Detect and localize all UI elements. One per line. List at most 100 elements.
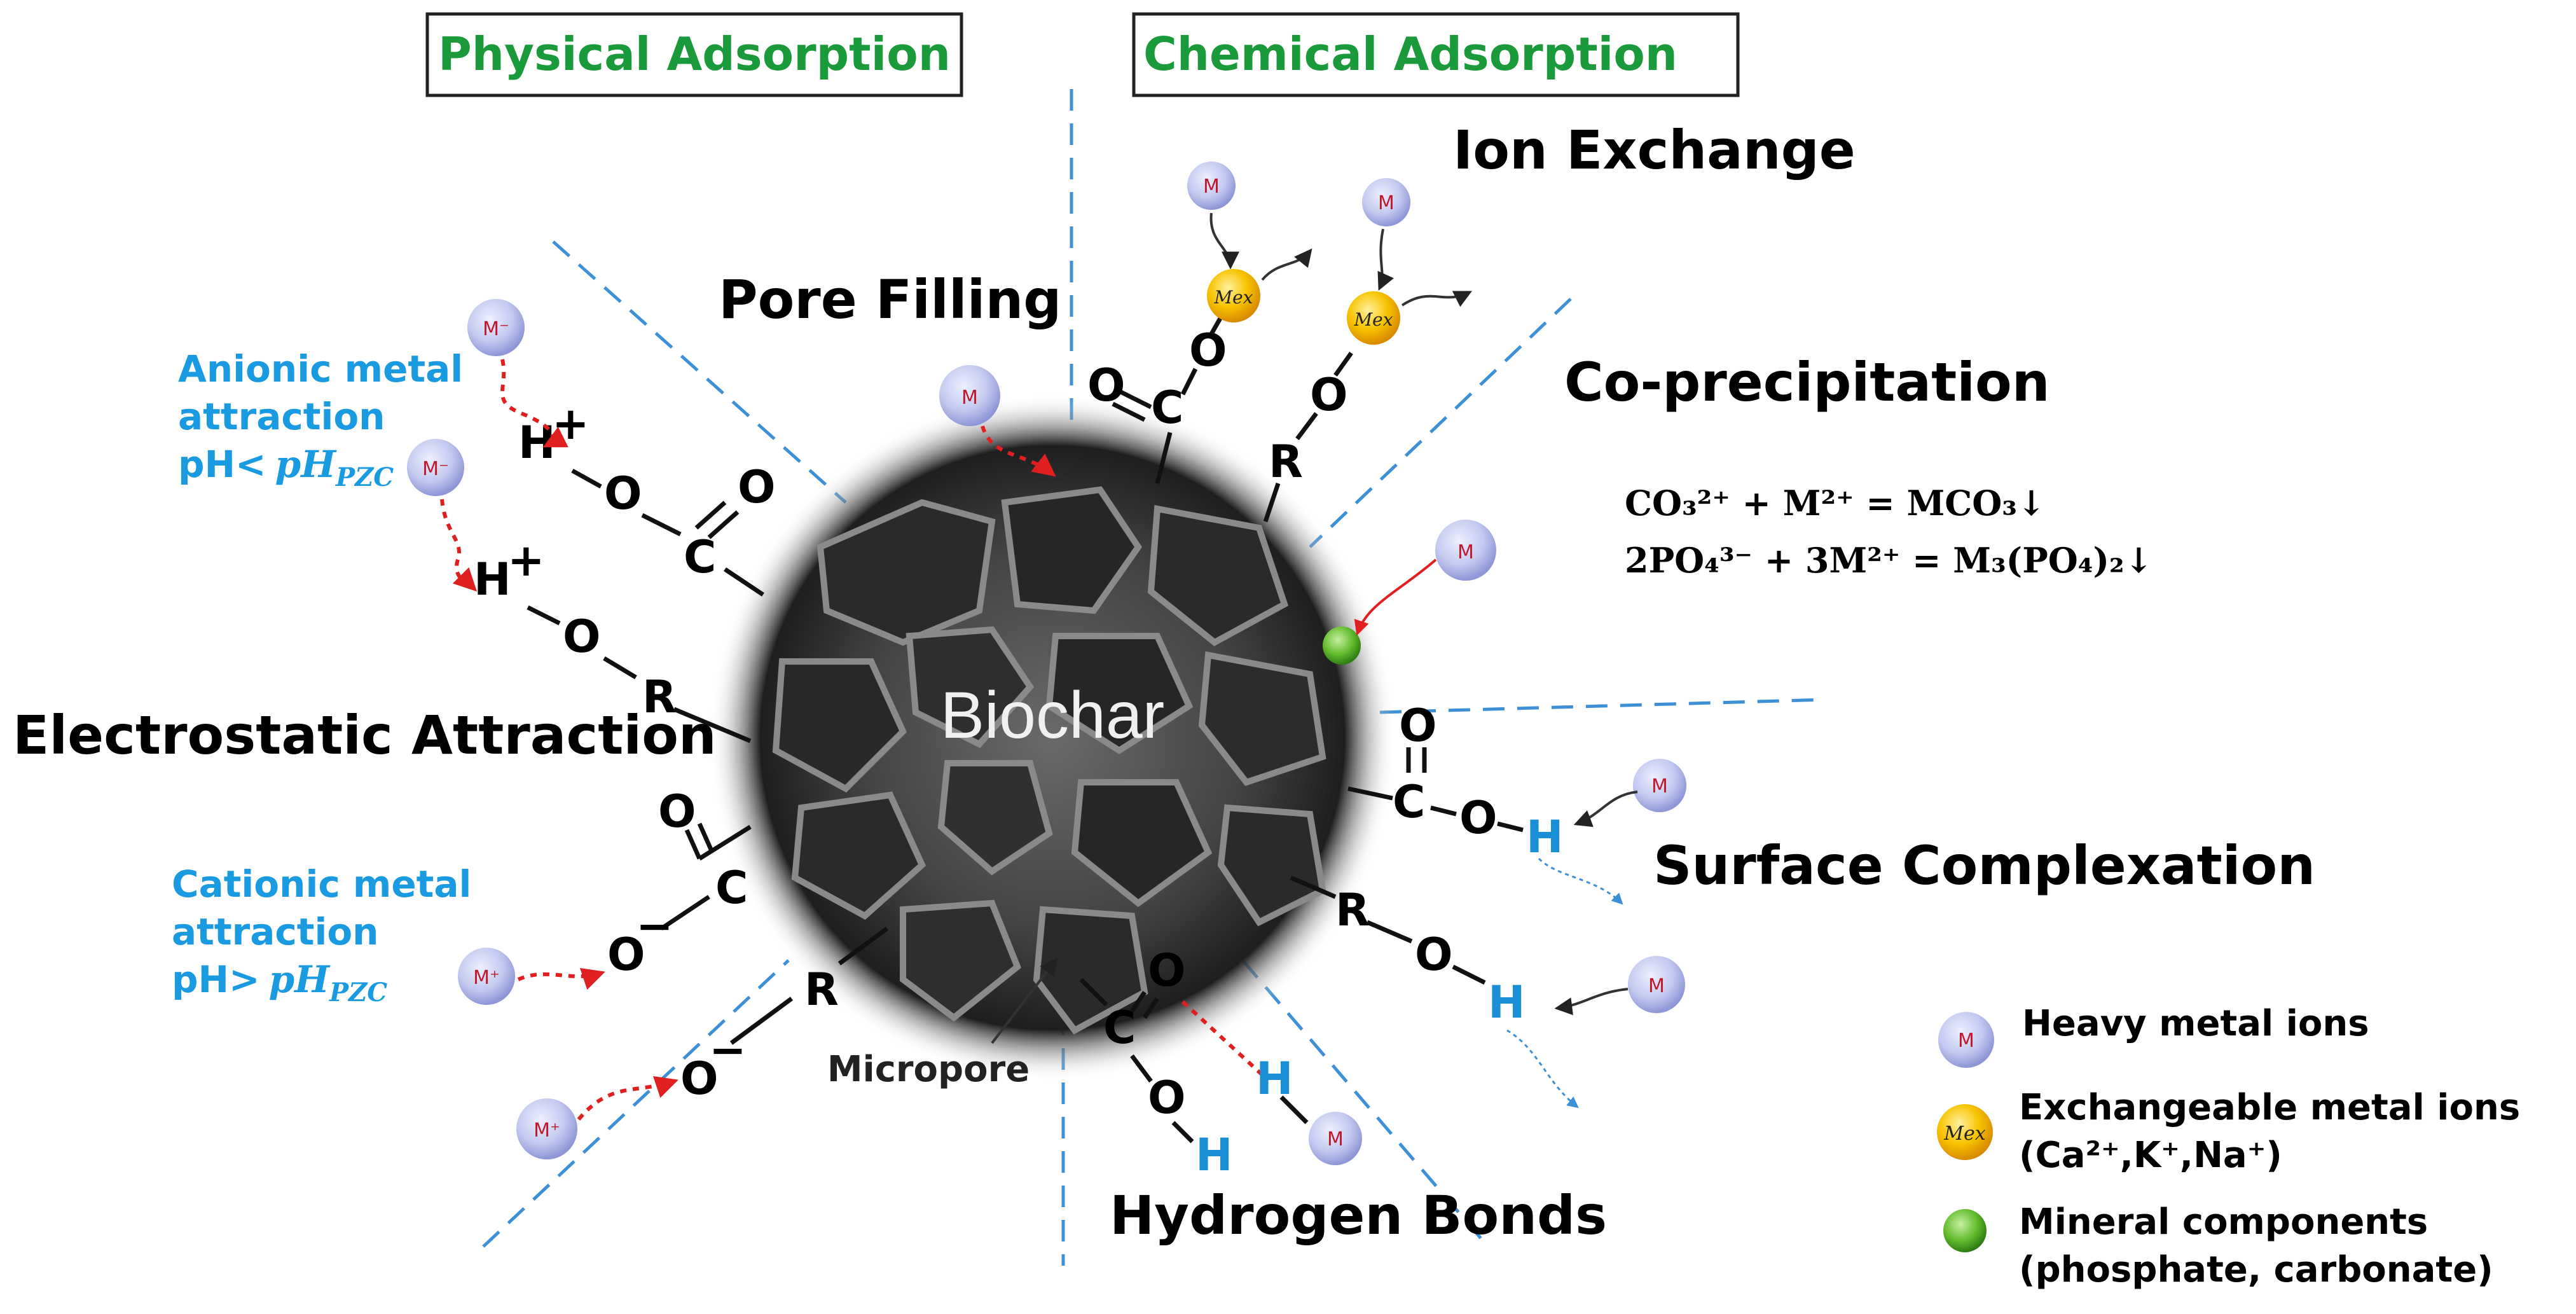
legend-exchangeable: Mex Exchangeable metal ions (Ca²⁺,K⁺,Na⁺…: [1937, 1087, 2520, 1176]
svg-text:O: O: [1459, 792, 1498, 844]
svg-text:(phosphate, carbonate): (phosphate, carbonate): [2019, 1249, 2493, 1290]
svg-text:M: M: [1651, 775, 1668, 798]
svg-text:O: O: [1087, 359, 1126, 411]
physical-adsorption-box: [425, 12, 963, 97]
pore-filling-title: Pore Filling: [719, 268, 1061, 331]
biochar-label: Biochar: [940, 679, 1165, 752]
anionic-attraction-label: Anionic metal attraction pH<pHPZC: [178, 347, 463, 492]
svg-text:Mex: Mex: [1943, 1123, 1985, 1145]
heavy-metal-ions: M M M M M⁻ M⁻ M⁺ M⁺ M M M: [407, 162, 1686, 1165]
physical-adsorption-title: Physical Adsorption: [438, 27, 951, 81]
svg-text:R: R: [642, 671, 677, 723]
ion-hbond: M: [1309, 1112, 1362, 1165]
svg-text:O: O: [1399, 700, 1437, 752]
surface-complexation-title: Surface Complexation: [1653, 834, 2315, 897]
svg-text:R: R: [1335, 884, 1370, 936]
svg-text:M: M: [1327, 1128, 1344, 1151]
svg-text:M: M: [1648, 975, 1665, 997]
svg-text:M: M: [1203, 176, 1220, 198]
anionic-line2: attraction: [178, 395, 385, 438]
svg-text:R: R: [804, 964, 839, 1016]
ion-anion-2: M⁻: [407, 439, 464, 496]
svg-text:M⁻: M⁻: [422, 458, 449, 480]
anionic-line3: pH<pHPZC: [178, 443, 394, 492]
svg-text:M: M: [1378, 192, 1395, 214]
svg-text:O: O: [658, 785, 696, 838]
biochar-particle: Biochar: [709, 394, 1396, 1081]
legend-mineral: Mineral components (phosphate, carbonate…: [1943, 1201, 2493, 1290]
svg-text:Mex: Mex: [1213, 287, 1253, 308]
anionic-line1: Anionic metal: [178, 347, 463, 391]
ion-surface-2: M: [1628, 956, 1685, 1013]
legend-heavy-metal: M Heavy metal ions: [1938, 1003, 2369, 1068]
svg-text:O: O: [1310, 369, 1348, 421]
svg-text:O: O: [607, 929, 645, 981]
section-dividers: [482, 89, 1826, 1266]
red-arrows: [440, 359, 1437, 1121]
equation-phosphate: 2PO₄³⁻ + 3M²⁺ = M₃(PO₄)₂↓: [1625, 540, 2153, 581]
svg-text:O: O: [738, 461, 776, 513]
exchangeable-ions: Mex Mex: [1207, 269, 1400, 345]
electrostatic-attraction-title: Electrostatic Attraction: [13, 704, 717, 766]
svg-text:O: O: [604, 467, 642, 520]
cationic-line3: pH>pHPZC: [172, 958, 387, 1007]
legend: M Heavy metal ions Mex Exchangeable meta…: [1937, 1003, 2520, 1290]
cationic-line1: Cationic metal: [172, 862, 471, 906]
svg-text:H: H: [1195, 1129, 1233, 1181]
divider-right: [1379, 698, 1826, 714]
divider-left: [482, 959, 790, 1248]
svg-text:Heavy metal ions: Heavy metal ions: [2022, 1003, 2369, 1044]
micropore-label: Micropore: [827, 1049, 1030, 1090]
chemical-adsorption-box: [1132, 12, 1740, 97]
svg-text:+: +: [552, 398, 589, 450]
co-precipitation-title: Co-precipitation: [1564, 351, 2050, 413]
svg-text:M⁻: M⁻: [483, 318, 509, 340]
svg-text:H: H: [1526, 811, 1564, 863]
svg-text:C: C: [684, 531, 716, 583]
right-functional-groups: C O O R O C O O H R O H C O O: [1079, 310, 1564, 1181]
ion-cation-1: M⁺: [458, 948, 515, 1005]
ion-surface-1: M: [1633, 759, 1686, 812]
svg-text:−: −: [709, 1024, 747, 1076]
svg-text:−: −: [636, 900, 673, 952]
ion-ix-1: M: [1187, 162, 1236, 210]
divider-upper-right: [1309, 298, 1572, 548]
svg-text:O: O: [1148, 1072, 1186, 1124]
svg-text:M⁺: M⁺: [534, 1119, 560, 1142]
svg-text:O: O: [1415, 929, 1453, 981]
svg-text:M⁺: M⁺: [473, 967, 500, 989]
svg-text:M: M: [1958, 1030, 1974, 1052]
svg-text:Mex: Mex: [1353, 309, 1393, 330]
svg-text:O: O: [680, 1053, 719, 1105]
svg-text:M: M: [1457, 541, 1474, 564]
svg-text:Mineral components: Mineral components: [2019, 1201, 2428, 1243]
svg-text:H: H: [474, 553, 511, 605]
ion-anion-1: M⁻: [467, 299, 525, 356]
cationic-attraction-label: Cationic metal attraction pH>pHPZC: [172, 862, 471, 1007]
svg-text:O: O: [1189, 324, 1227, 377]
mineral-component-dot: [1323, 626, 1361, 665]
svg-text:C: C: [1151, 382, 1183, 434]
svg-text:+: +: [507, 534, 545, 586]
svg-text:(Ca²⁺,K⁺,Na⁺): (Ca²⁺,K⁺,Na⁺): [2019, 1135, 2282, 1176]
divider-upper-left: [552, 240, 847, 504]
svg-text:O: O: [563, 611, 601, 663]
micropore-arrow: [991, 957, 1058, 1044]
ion-coprecip: M: [1435, 520, 1496, 581]
svg-text:H: H: [518, 417, 556, 469]
cationic-line2: attraction: [172, 910, 378, 953]
svg-text:H: H: [1488, 976, 1526, 1028]
ion-cation-2: M⁺: [516, 1098, 577, 1159]
svg-text:C: C: [1393, 776, 1425, 828]
svg-text:Exchangeable metal ions: Exchangeable metal ions: [2019, 1087, 2520, 1128]
svg-text:C: C: [715, 862, 748, 914]
blue-arrows: [1506, 857, 1623, 1109]
black-arrows: [1209, 212, 1638, 1016]
equation-carbonate: CO₃²⁺ + M²⁺ = MCO₃↓: [1625, 483, 2046, 523]
svg-text:C: C: [1103, 1002, 1136, 1054]
svg-text:M: M: [961, 387, 978, 409]
svg-text:O: O: [1148, 944, 1186, 997]
hydrogen-bonds-title: Hydrogen Bonds: [1110, 1184, 1607, 1247]
svg-text:H: H: [1256, 1053, 1293, 1105]
